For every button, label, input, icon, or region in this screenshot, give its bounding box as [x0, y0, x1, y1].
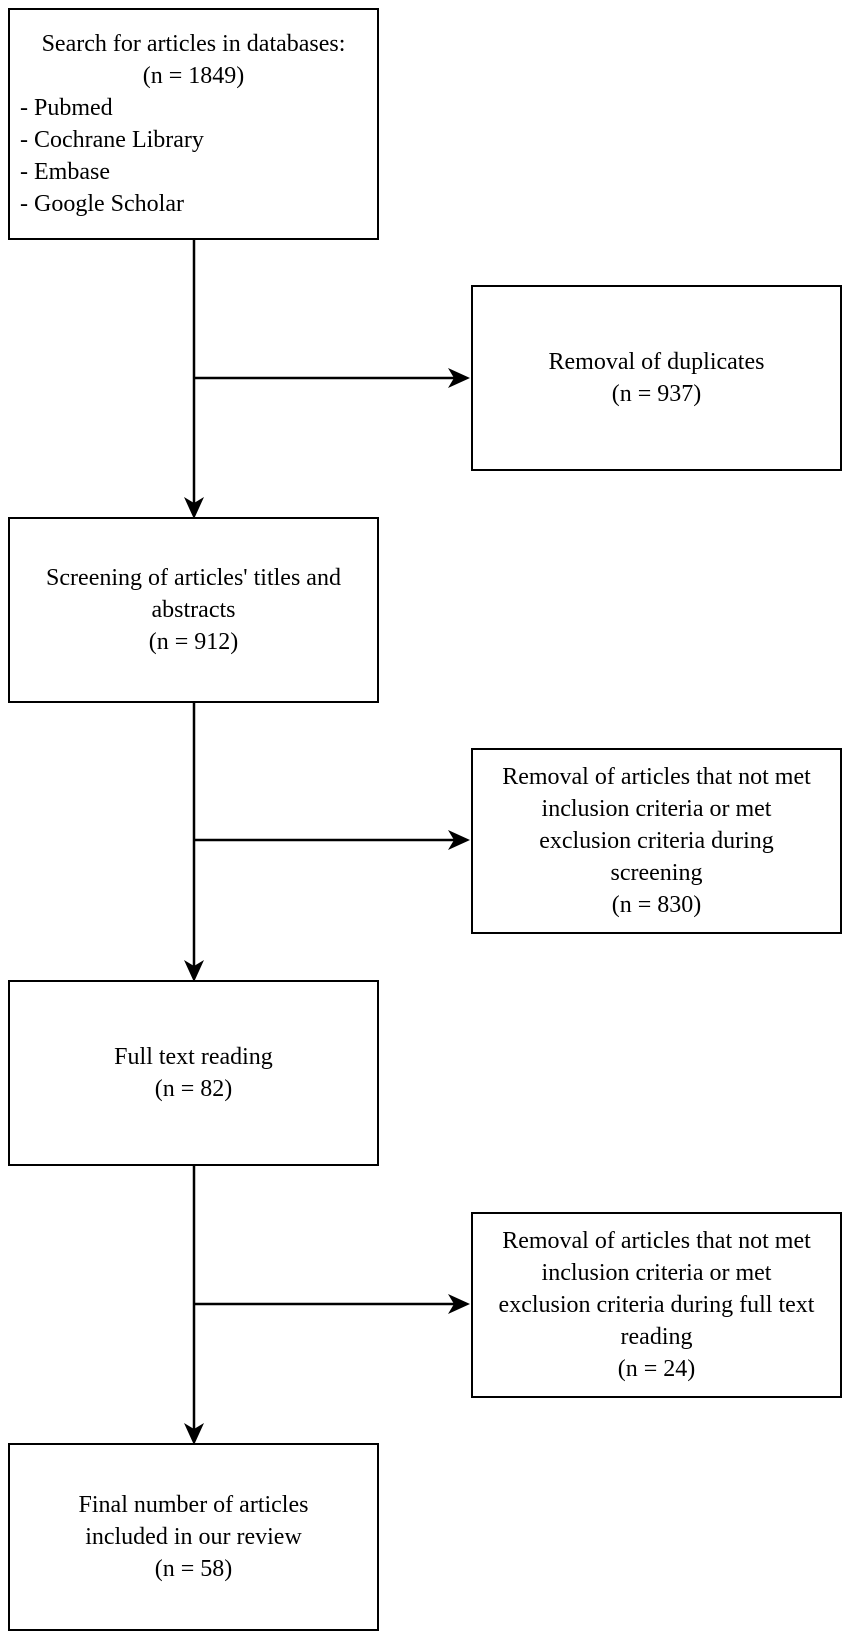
search-title: Search for articles in databases:: [41, 31, 346, 57]
excluded-full-text-line-2: inclusion criteria or met: [541, 1260, 772, 1286]
arrowhead-to-excluded-fulltext: [448, 1294, 470, 1314]
full-text-count: (n = 82): [154, 1076, 233, 1102]
final-box: Final number of articles included in our…: [8, 1443, 379, 1631]
search-count: (n = 1849): [142, 63, 245, 89]
excluded-screening-count: (n = 830): [611, 892, 702, 918]
database-item-google-scholar: - Google Scholar: [20, 191, 184, 217]
arrowhead-to-duplicates: [448, 368, 470, 388]
final-label-line-2: included in our review: [85, 1524, 302, 1550]
screening-label-line-1: Screening of articles' titles and: [46, 565, 341, 591]
arrowhead-screening-to-fulltext: [184, 960, 204, 982]
excluded-screening-box: Removal of articles that not met inclusi…: [471, 748, 842, 934]
database-item-pubmed: - Pubmed: [20, 95, 113, 121]
full-text-label: Full text reading: [114, 1044, 273, 1070]
screening-label-line-2: abstracts: [151, 597, 236, 623]
excluded-full-text-box: Removal of articles that not met inclusi…: [471, 1212, 842, 1398]
duplicates-box: Removal of duplicates (n = 937): [471, 285, 842, 471]
excluded-full-text-line-3: exclusion criteria during full text: [498, 1292, 815, 1318]
arrowhead-fulltext-to-final: [184, 1423, 204, 1445]
final-count: (n = 58): [154, 1556, 233, 1582]
screening-box: Screening of articles' titles and abstra…: [8, 517, 379, 703]
screening-count: (n = 912): [148, 629, 239, 655]
excluded-screening-line-3: exclusion criteria during: [539, 828, 774, 854]
database-item-embase: - Embase: [20, 159, 110, 185]
duplicates-label: Removal of duplicates: [548, 349, 765, 375]
excluded-full-text-line-4: reading: [620, 1324, 693, 1350]
arrowhead-to-excluded-screening: [448, 830, 470, 850]
excluded-screening-line-1: Removal of articles that not met: [502, 764, 811, 790]
arrowhead-search-to-screening: [184, 497, 204, 519]
excluded-screening-line-2: inclusion criteria or met: [541, 796, 772, 822]
full-text-box: Full text reading (n = 82): [8, 980, 379, 1166]
excluded-full-text-count: (n = 24): [617, 1356, 696, 1382]
database-item-cochrane: - Cochrane Library: [20, 127, 204, 153]
duplicates-count: (n = 937): [611, 381, 702, 407]
search-box: Search for articles in databases: (n = 1…: [8, 8, 379, 240]
excluded-screening-line-4: screening: [610, 860, 703, 886]
excluded-full-text-line-1: Removal of articles that not met: [502, 1228, 811, 1254]
final-label-line-1: Final number of articles: [78, 1492, 309, 1518]
